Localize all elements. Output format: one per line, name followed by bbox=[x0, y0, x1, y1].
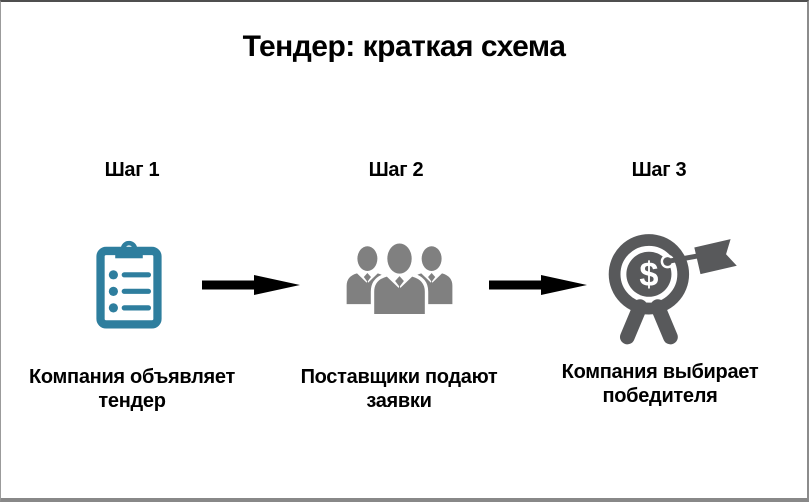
step-2-caption: Поставщики подают заявки bbox=[300, 366, 498, 413]
dollar-symbol: $ bbox=[639, 256, 658, 294]
step-1-label: Шаг 1 bbox=[104, 159, 160, 181]
slide-title: Тендер: краткая схема bbox=[242, 30, 566, 63]
arrow-right-icon bbox=[202, 275, 300, 295]
arrow-right-icon bbox=[489, 275, 587, 295]
step-3-caption: Компания выбирает победителя bbox=[561, 361, 759, 408]
step-3-label: Шаг 3 bbox=[631, 159, 687, 181]
dollar-target-dart-icon: $ bbox=[608, 234, 737, 345]
team-icon bbox=[346, 243, 453, 316]
step-1-caption: Компания объявляет тендер bbox=[29, 366, 235, 413]
clipboard-list-icon bbox=[96, 240, 162, 329]
step-2-label: Шаг 2 bbox=[368, 159, 424, 181]
